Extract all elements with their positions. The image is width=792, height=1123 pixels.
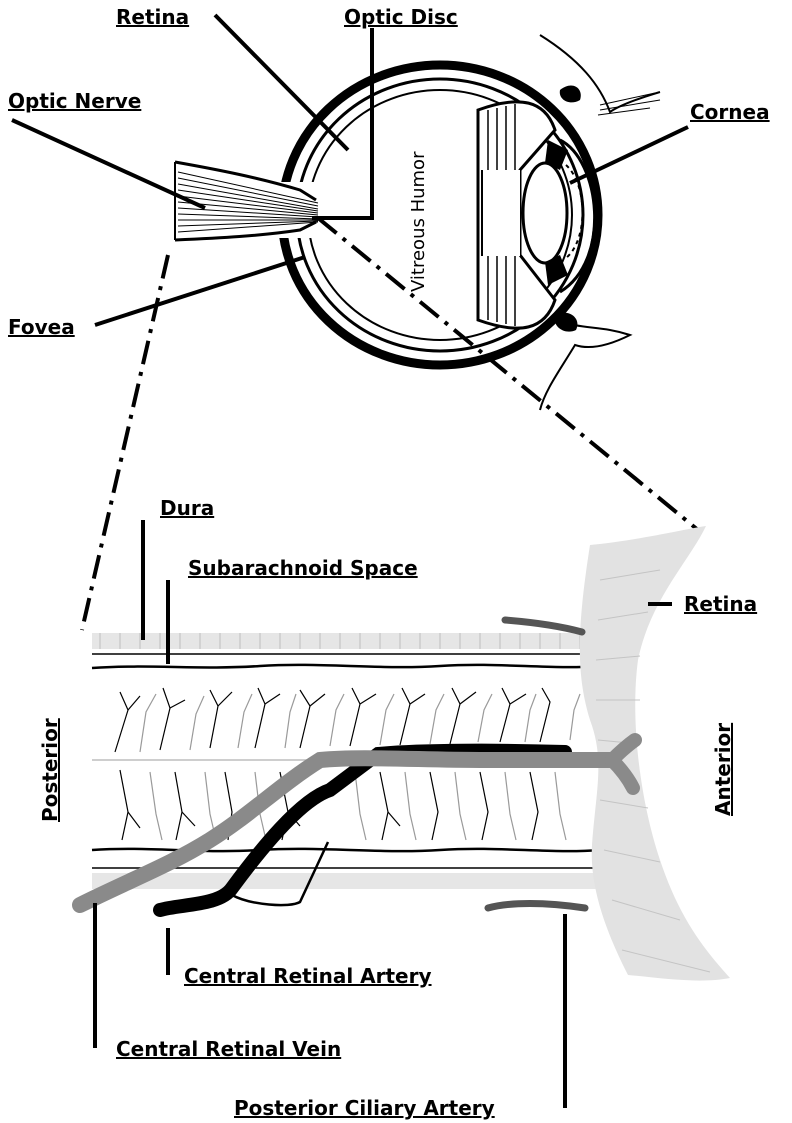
label-central-retinal-vein: Central Retinal Vein xyxy=(116,1037,341,1061)
vitreous-humor-label: Vitreous Humor xyxy=(408,151,429,292)
label-posterior-ciliary-artery: Posterior Ciliary Artery xyxy=(234,1096,495,1120)
label-optic-disc: Optic Disc xyxy=(344,5,458,29)
label-subarachnoid-space: Subarachnoid Space xyxy=(188,556,418,580)
label-dura: Dura xyxy=(160,496,214,520)
label-central-retinal-artery: Central Retinal Artery xyxy=(184,964,432,988)
label-retina-top: Retina xyxy=(116,5,189,29)
nerve-cross-section xyxy=(80,526,730,981)
label-cornea: Cornea xyxy=(690,100,770,124)
label-anterior: Anterior xyxy=(711,723,735,816)
label-optic-nerve: Optic Nerve xyxy=(8,89,141,113)
label-retina-bottom: Retina xyxy=(684,592,757,616)
label-posterior: Posterior xyxy=(38,718,62,822)
label-fovea: Fovea xyxy=(8,315,75,339)
